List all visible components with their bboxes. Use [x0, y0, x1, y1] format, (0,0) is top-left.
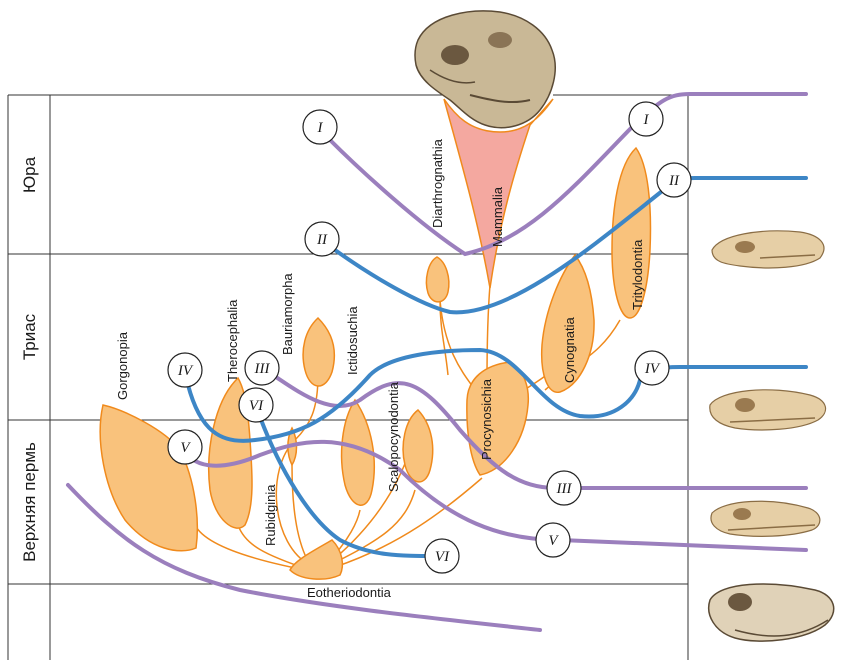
- badge-i-right-label: I: [643, 112, 650, 128]
- badge-iv-right: IV: [635, 351, 669, 385]
- taxon-label-eotheriodontia: Eotheriodontia: [307, 585, 392, 600]
- badge-i-left-label: I: [317, 120, 324, 136]
- taxon-label-therocephalia: Therocephalia: [225, 299, 240, 382]
- badge-vi-right-label: VI: [435, 549, 450, 565]
- badge-ii-left: II: [305, 222, 339, 256]
- badge-i-right: I: [629, 102, 663, 136]
- eotheriodontia-branch: [290, 540, 342, 579]
- skull-image-bottom: [709, 584, 834, 641]
- diarthrognathia-branch: [426, 257, 448, 302]
- badge-i-left: I: [303, 110, 337, 144]
- badge-v-left: V: [168, 430, 202, 464]
- skull-image-trias: [710, 390, 826, 430]
- taxon-label-procynosichia: Procynosichia: [479, 378, 494, 460]
- taxon-label-mammalia: Mammalia: [490, 186, 505, 247]
- period-label-trias: Триас: [20, 313, 39, 360]
- scalopocynodontia-branch: [403, 410, 433, 482]
- badge-iii-left: III: [245, 351, 279, 385]
- badge-iii-right-label: III: [556, 481, 573, 497]
- badge-ii-right-label: II: [668, 173, 680, 189]
- mammal-skull-image: [415, 11, 555, 128]
- badge-iv-left-label: IV: [177, 363, 194, 379]
- bauriamorpha-branch: [303, 318, 334, 386]
- badge-ii-right: II: [657, 163, 691, 197]
- badge-iv-left: IV: [168, 353, 202, 387]
- taxon-label-bauriamorpha: Bauriamorpha: [280, 273, 295, 355]
- badge-vi-left-label: VI: [249, 398, 264, 414]
- skull-image-jura: [712, 231, 824, 268]
- taxon-label-gorgonopia: Gorgonopia: [115, 331, 130, 400]
- line-i: [329, 94, 806, 254]
- badge-v-right: V: [536, 523, 570, 557]
- badge-iv-right-label: IV: [644, 361, 661, 377]
- badge-iii-right: III: [547, 471, 581, 505]
- badge-vi-left: VI: [239, 388, 273, 422]
- taxon-label-ictidosuchia: Ictidosuchia: [345, 306, 360, 375]
- time-scale-grid: [8, 95, 688, 660]
- badge-ii-left-label: II: [316, 232, 328, 248]
- taxon-label-cynognatia: Cynognatia: [562, 316, 577, 383]
- skull-image-upper-perm: [711, 501, 820, 536]
- taxon-label-diarthrognathia: Diarthrognathia: [430, 138, 445, 228]
- taxon-label-scalopocynodontia: Scalopocynodontia: [386, 381, 401, 492]
- taxon-label-tritylodontia: Tritylodontia: [630, 239, 645, 310]
- procynosichia-branch: [467, 362, 528, 475]
- period-label-upper-perm: Верхняя пермь: [20, 442, 39, 562]
- taxon-label-rubidginia: Rubidginia: [263, 484, 278, 546]
- badge-vi-right: VI: [425, 539, 459, 573]
- badge-iii-left-label: III: [254, 361, 271, 377]
- period-label-jura: Юра: [20, 156, 39, 193]
